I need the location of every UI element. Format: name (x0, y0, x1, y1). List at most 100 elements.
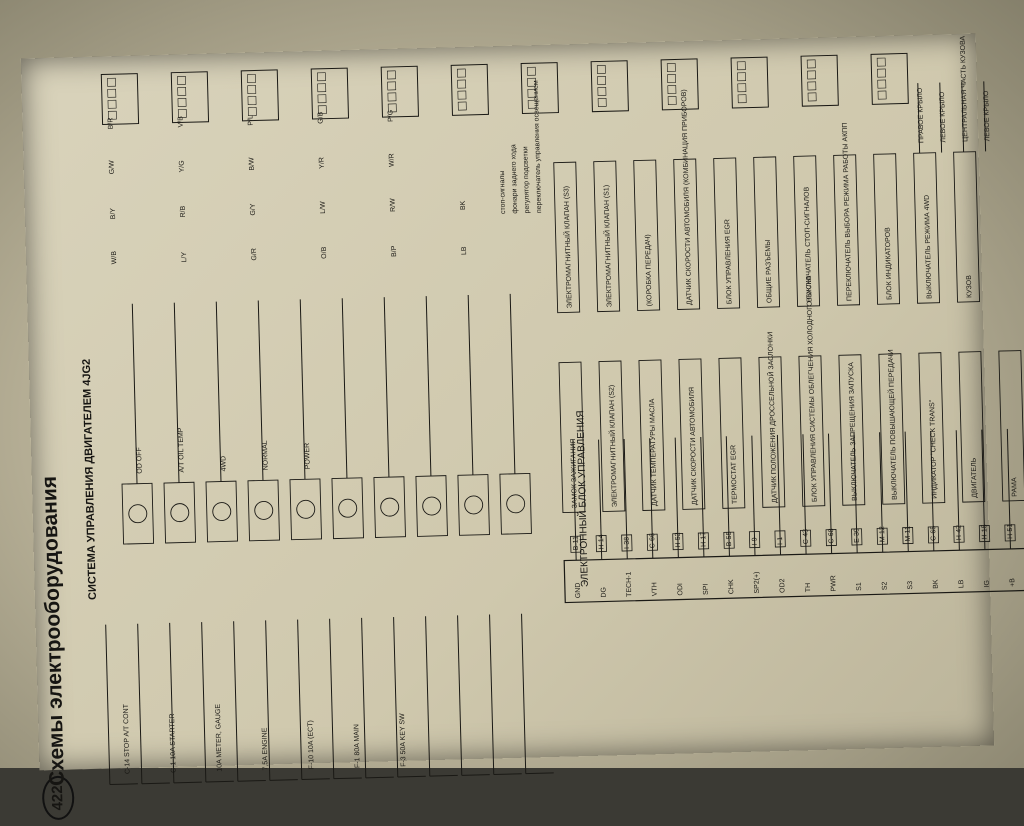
bus-wire (461, 774, 490, 776)
connector-pin (387, 81, 397, 91)
ecu-pin-wire (879, 432, 884, 553)
output-label: стоп-сигналы (499, 170, 507, 214)
ecu-pin-wire (904, 431, 909, 552)
connector-pin (667, 85, 677, 95)
pin-connector-label: M-12 (879, 526, 886, 542)
ground-point-label: ЛЕВОЕ КРЫЛО (939, 91, 947, 142)
book-page: 422 Схемы электрооборудования СИСТЕМА УП… (20, 33, 1024, 821)
pin-connector-box (748, 531, 761, 549)
bus-wire (269, 779, 298, 781)
component-box (953, 151, 980, 303)
component-box (718, 357, 746, 509)
wire-color-label: R/W (390, 198, 397, 212)
connector-pin (386, 70, 396, 80)
component-label: ВЫКЛЮЧАТЕЛЬ ЗАПРЕЩЕНИЯ ЗАПУСКА (848, 362, 859, 501)
connector-pin (107, 88, 117, 98)
output-label: регулятор подсветки (522, 146, 531, 213)
ecu-pin-wire (649, 438, 654, 559)
indicator-lamp (464, 495, 484, 515)
connector-pin (876, 57, 886, 67)
connector-pin (387, 103, 397, 113)
wire-color-label: L/W (320, 201, 327, 214)
ecu-pin-label: VTH (651, 582, 658, 596)
signal-wire (257, 300, 264, 481)
connector-pin (737, 83, 747, 93)
connector-pin (317, 72, 326, 82)
pin-connector-label: B-55 (726, 531, 733, 546)
pin-connector-label: C-65 (930, 526, 937, 541)
pin-connector-label: C-66 (649, 533, 656, 548)
ecu-pin-label: IG (984, 580, 991, 588)
connector-pin (806, 59, 816, 69)
bus-wire (237, 779, 266, 782)
component-label: РАМА (1011, 477, 1019, 497)
connector-drawing (870, 52, 909, 105)
wire-color-label: B/R (107, 118, 114, 130)
component-label: ВЫКЛЮЧАТЕЛЬ СТОП-СИГНАЛОВ (803, 186, 813, 302)
connector-drawing (590, 60, 629, 113)
ground-point-label: ЛЕВОЕ КРЫЛО (983, 90, 991, 141)
connector-pin (247, 74, 256, 84)
ground-wire (983, 81, 987, 152)
component-label: ДАТЧИК ТЕМПЕРАТУРЫ МАСЛА (649, 398, 659, 506)
connector-drawing (380, 65, 420, 118)
ecu-pin-label: CHK (728, 579, 735, 594)
connector-pin (317, 105, 327, 115)
connector-pin (667, 96, 677, 105)
ecu-pin-label: TECH-1 (626, 571, 634, 597)
connector-pin (527, 77, 537, 87)
bus-wire (141, 782, 170, 785)
pin-connector-label: H-51 (1007, 524, 1014, 539)
indicator-lamp (422, 496, 442, 516)
bus-wire (265, 620, 271, 781)
component-label: ИНДИКАТОР "CHECK TRANS" (929, 399, 939, 499)
bus-wire (105, 624, 111, 785)
pin-connector-label: M-11 (905, 526, 912, 542)
component-label: ЭЛЕКТРОМАГНИТНЫЙ КЛАПАН (S2) (607, 385, 619, 508)
pin-connector-box (876, 527, 888, 545)
pin-connector-label: I-38 (624, 537, 631, 549)
pin-connector-box (927, 526, 940, 544)
connector-pin (247, 85, 257, 94)
signal-wire (299, 299, 306, 480)
connector-pin (597, 98, 607, 107)
connector-pin (456, 68, 466, 78)
ground-point-label: ЦЕНТРАЛЬНАЯ ЧАСТЬ КУЗОВА (960, 35, 970, 142)
indicator-lamp (128, 504, 148, 524)
indicator-label: NORMAL (262, 440, 270, 470)
pin-connector-box (1004, 524, 1016, 542)
component-box (638, 359, 666, 511)
output-label: фонари заднего хода (510, 144, 519, 214)
bus-wire (205, 780, 234, 783)
connector-drawing (660, 58, 699, 111)
component-label: БЛОК УПРАВЛЕНИЯ EGR (724, 219, 733, 304)
bus-wire (329, 618, 335, 779)
bus-wire (489, 614, 495, 775)
connector-pin (527, 88, 537, 98)
switch-box (247, 479, 280, 542)
ecu-pin-wire (751, 435, 756, 556)
component-label: ОБЩИЕ РАЗЪЕМЫ (765, 240, 774, 304)
connector-pin (736, 61, 746, 71)
indicator-label: 4WD (220, 456, 227, 472)
component-box (713, 157, 741, 309)
connector-pin (247, 96, 257, 105)
signal-wire (215, 301, 222, 482)
bus-wire (425, 616, 431, 777)
component-label: ДВИГАТЕЛЬ (971, 457, 979, 498)
wire-color-label: R/B (180, 205, 187, 217)
connector-pin (807, 81, 817, 91)
wire-color-label: W/B (111, 251, 118, 265)
pin-connector-label: H-42 (956, 525, 963, 540)
switch-box (121, 482, 155, 545)
connector-pin (107, 99, 117, 109)
component-box (633, 159, 661, 312)
pin-connector-label: C-68 (828, 528, 835, 543)
connector-pin (177, 76, 186, 85)
pin-connector-box (902, 527, 914, 545)
pin-connector-label: H-52 (675, 532, 682, 547)
connector-pin (457, 79, 467, 89)
pin-connector-label: I-9 (752, 537, 759, 545)
pin-connector-box (851, 528, 863, 546)
indicator-lamp (380, 497, 400, 517)
